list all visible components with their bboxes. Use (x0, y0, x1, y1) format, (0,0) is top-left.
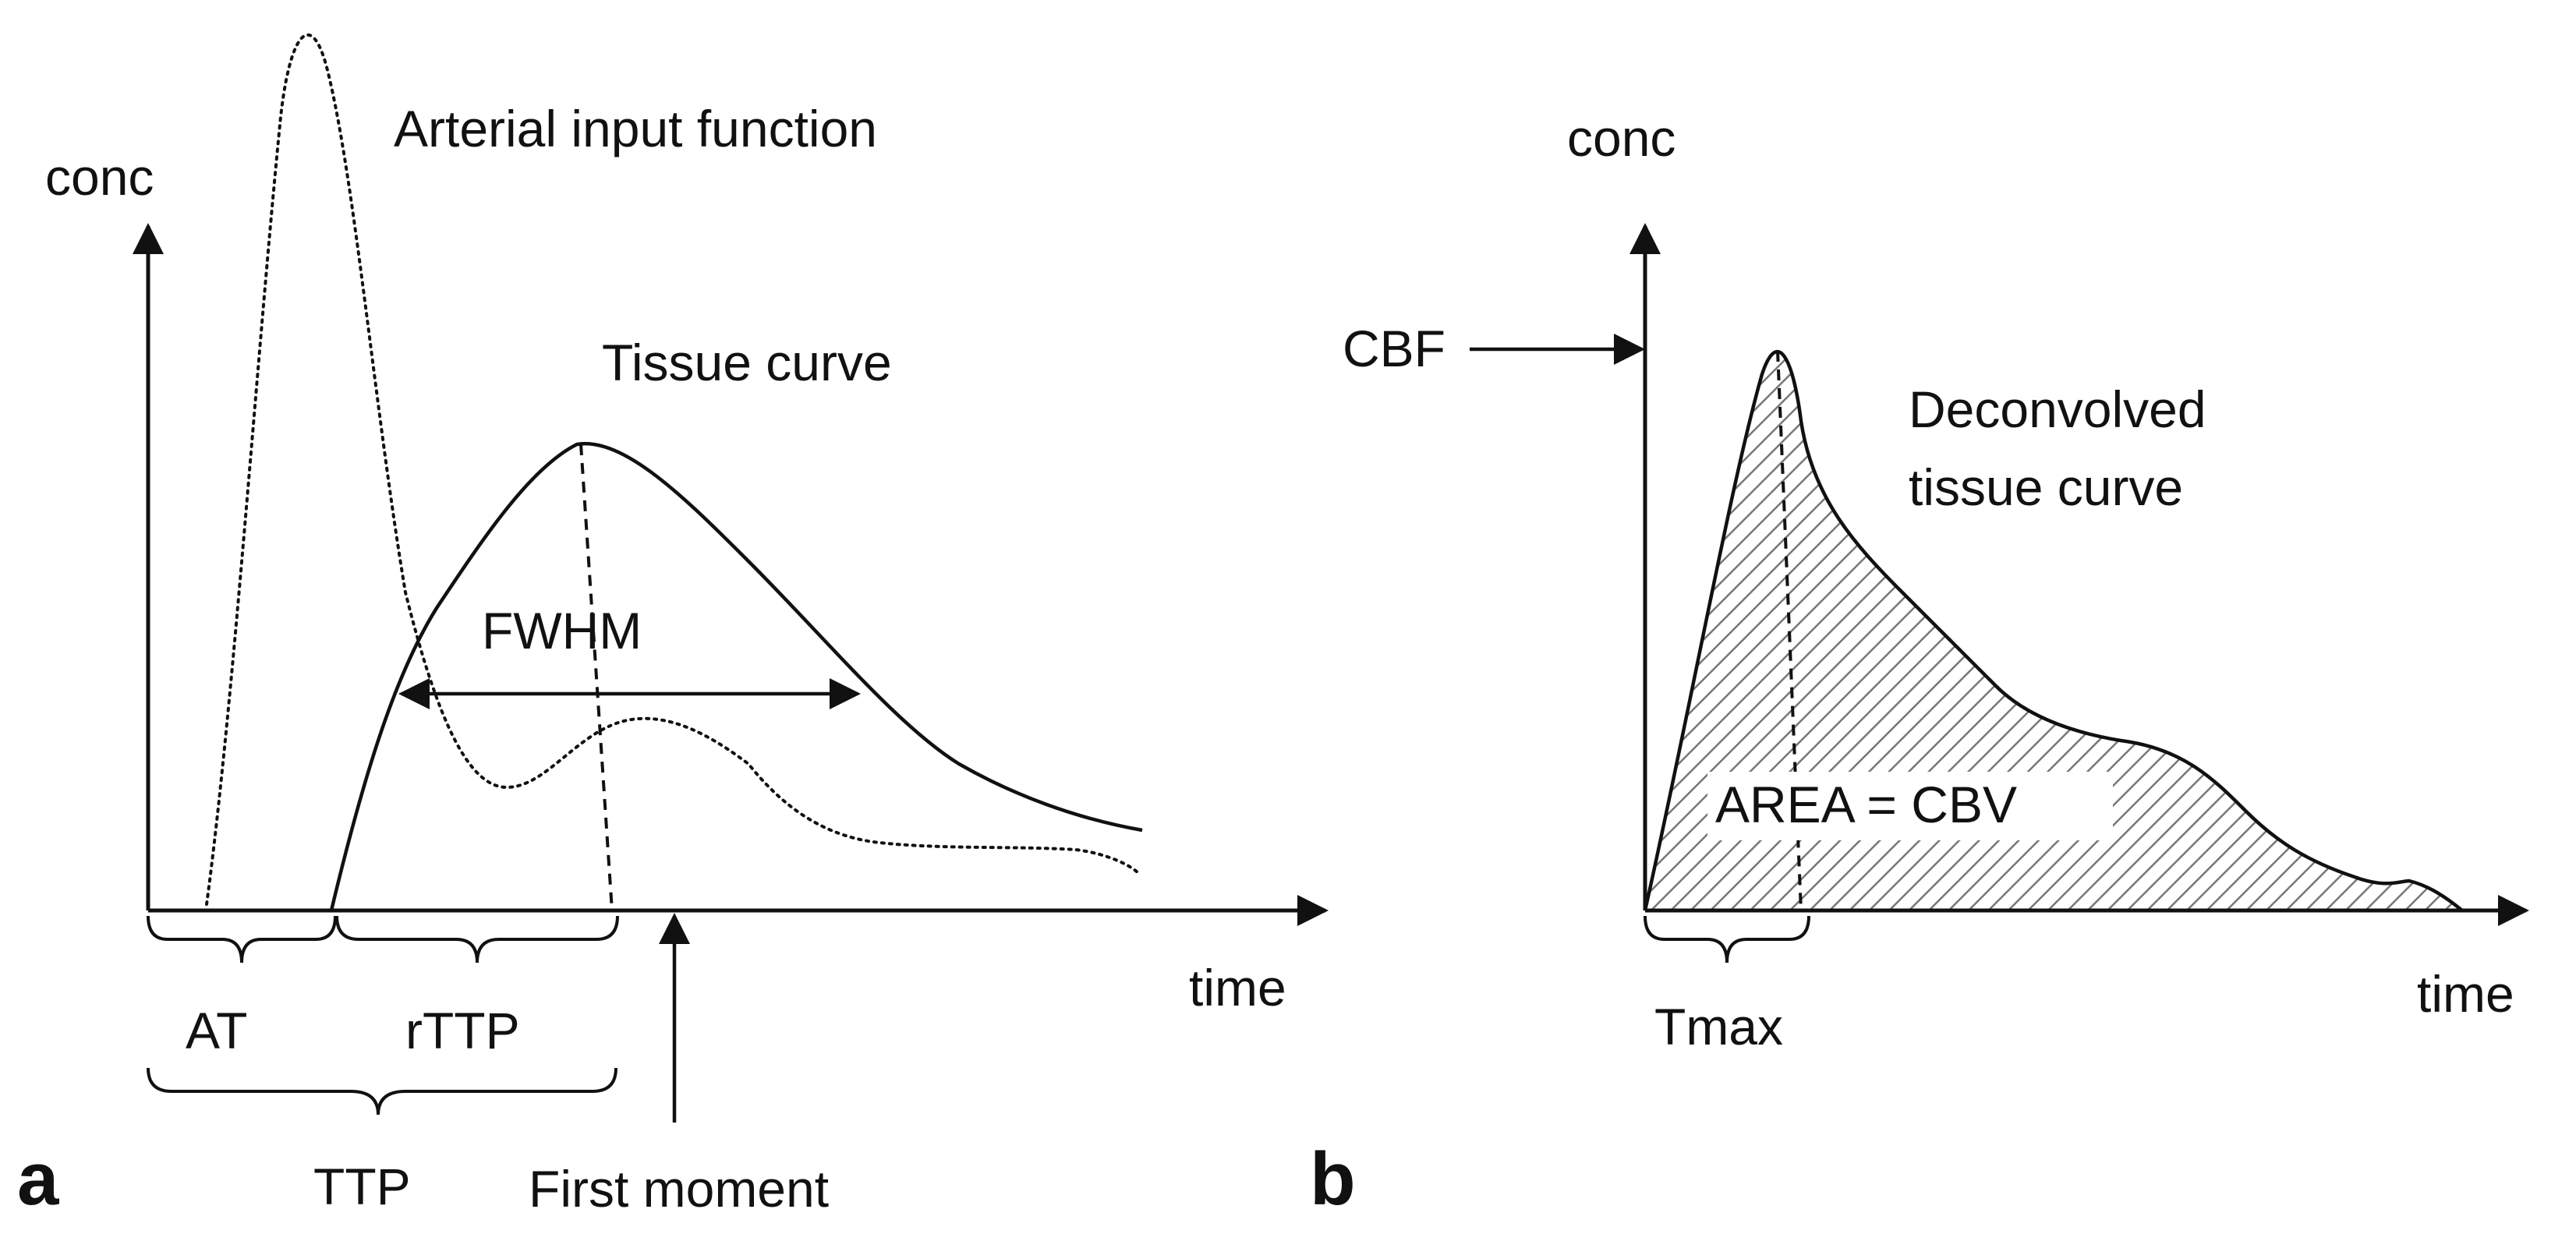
rttp-brace (335, 915, 619, 963)
panel-b-x-label: time (2417, 965, 2514, 1023)
tissue-peak-dashed-line (579, 444, 614, 911)
area-label-box (1707, 772, 2113, 840)
panel-a: conc time Arterial input function Tissue… (17, 33, 1329, 1221)
deconvolved-tissue-curve (1643, 350, 2464, 912)
at-label: AT (186, 1002, 247, 1059)
at-brace (147, 915, 337, 963)
panel-b: conc time CBF Deconvolved tissue curve A… (1310, 109, 2529, 1221)
deconvolved-area-fill (1645, 352, 2462, 911)
deconvolved-label-line2: tissue curve (1909, 458, 2183, 516)
ttp-label: TTP (313, 1158, 411, 1215)
tissue-curve-label: Tissue curve (602, 334, 892, 391)
ttp-brace (147, 1067, 617, 1115)
cbf-label: CBF (1343, 320, 1445, 377)
fwhm-label: FWHM (482, 602, 642, 659)
arterial-input-function-curve (205, 33, 1140, 906)
area-cbv-label: AREA = CBV (1715, 776, 2017, 833)
deconvolved-label-line1: Deconvolved (1909, 380, 2206, 438)
rttp-label: rTTP (405, 1002, 520, 1059)
panel-a-x-label: time (1189, 959, 1286, 1016)
panel-a-letter: a (17, 1137, 59, 1221)
panel-b-y-label: conc (1567, 109, 1675, 167)
first-moment-label: First moment (529, 1160, 829, 1218)
aif-label: Arterial input function (394, 100, 877, 157)
tmax-label: Tmax (1654, 998, 1783, 1055)
tissue-curve (329, 441, 1143, 911)
panel-b-letter: b (1310, 1137, 1356, 1221)
tmax-brace (1644, 915, 1810, 963)
panel-a-y-label: conc (45, 148, 154, 206)
